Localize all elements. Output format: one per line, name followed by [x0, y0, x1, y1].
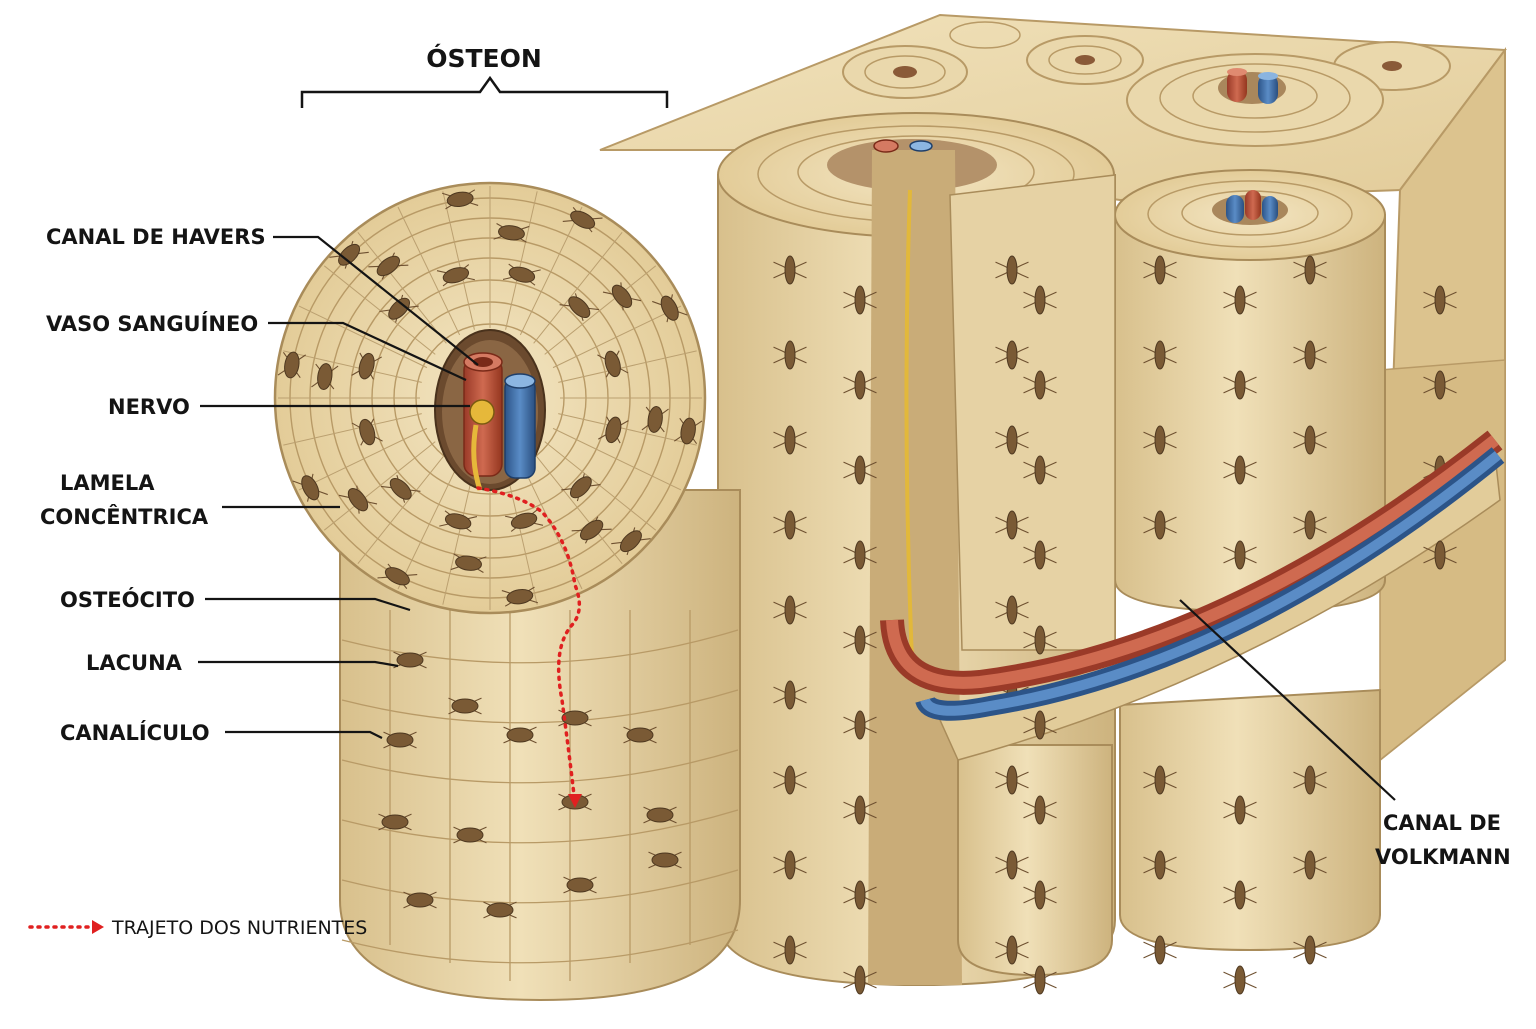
- label-concentrica: CONCÊNTRICA: [40, 504, 209, 529]
- label-lamela: LAMELA: [60, 471, 155, 495]
- vertical-vessels: [873, 139, 933, 985]
- legend-nutrient-path: TRAJETO DOS NUTRIENTES: [111, 917, 367, 939]
- volkmann-vessels: [880, 430, 1505, 721]
- labels: CANAL DE HAVERS VASO SANGUÍNEO NERVO LAM…: [40, 225, 1511, 869]
- radial-lines: [278, 186, 702, 610]
- label-volkmann-line1: CANAL DE: [1383, 811, 1501, 835]
- nutrient-path: [476, 486, 582, 808]
- osteon-title: ÓSTEON: [426, 43, 542, 73]
- top-osteons: [842, 21, 1451, 147]
- blood-vessel-vein: [504, 377, 536, 479]
- label-lacuna: LACUNA: [86, 651, 183, 675]
- osteon-cylinder-right: [1114, 169, 1386, 614]
- label-canal-havers: CANAL DE HAVERS: [46, 225, 266, 249]
- label-osteocito: OSTEÓCITO: [60, 587, 195, 612]
- legend-arrow-icon: [92, 920, 104, 934]
- leader-lines: [198, 235, 1396, 801]
- label-canaliculo: CANALÍCULO: [60, 720, 210, 745]
- label-nervo: NERVO: [108, 395, 190, 419]
- osteocytes: [284, 191, 1446, 995]
- label-volkmann-line2: VOLKMANN: [1375, 845, 1511, 869]
- legend: TRAJETO DOS NUTRIENTES: [28, 917, 367, 939]
- label-vaso-sanguineo: VASO SANGUÍNEO: [46, 311, 258, 336]
- haversian-canal: [434, 329, 546, 491]
- osteon-bracket: [300, 75, 669, 108]
- osteon-title-group: ÓSTEON: [300, 43, 669, 108]
- nerve: [469, 399, 495, 425]
